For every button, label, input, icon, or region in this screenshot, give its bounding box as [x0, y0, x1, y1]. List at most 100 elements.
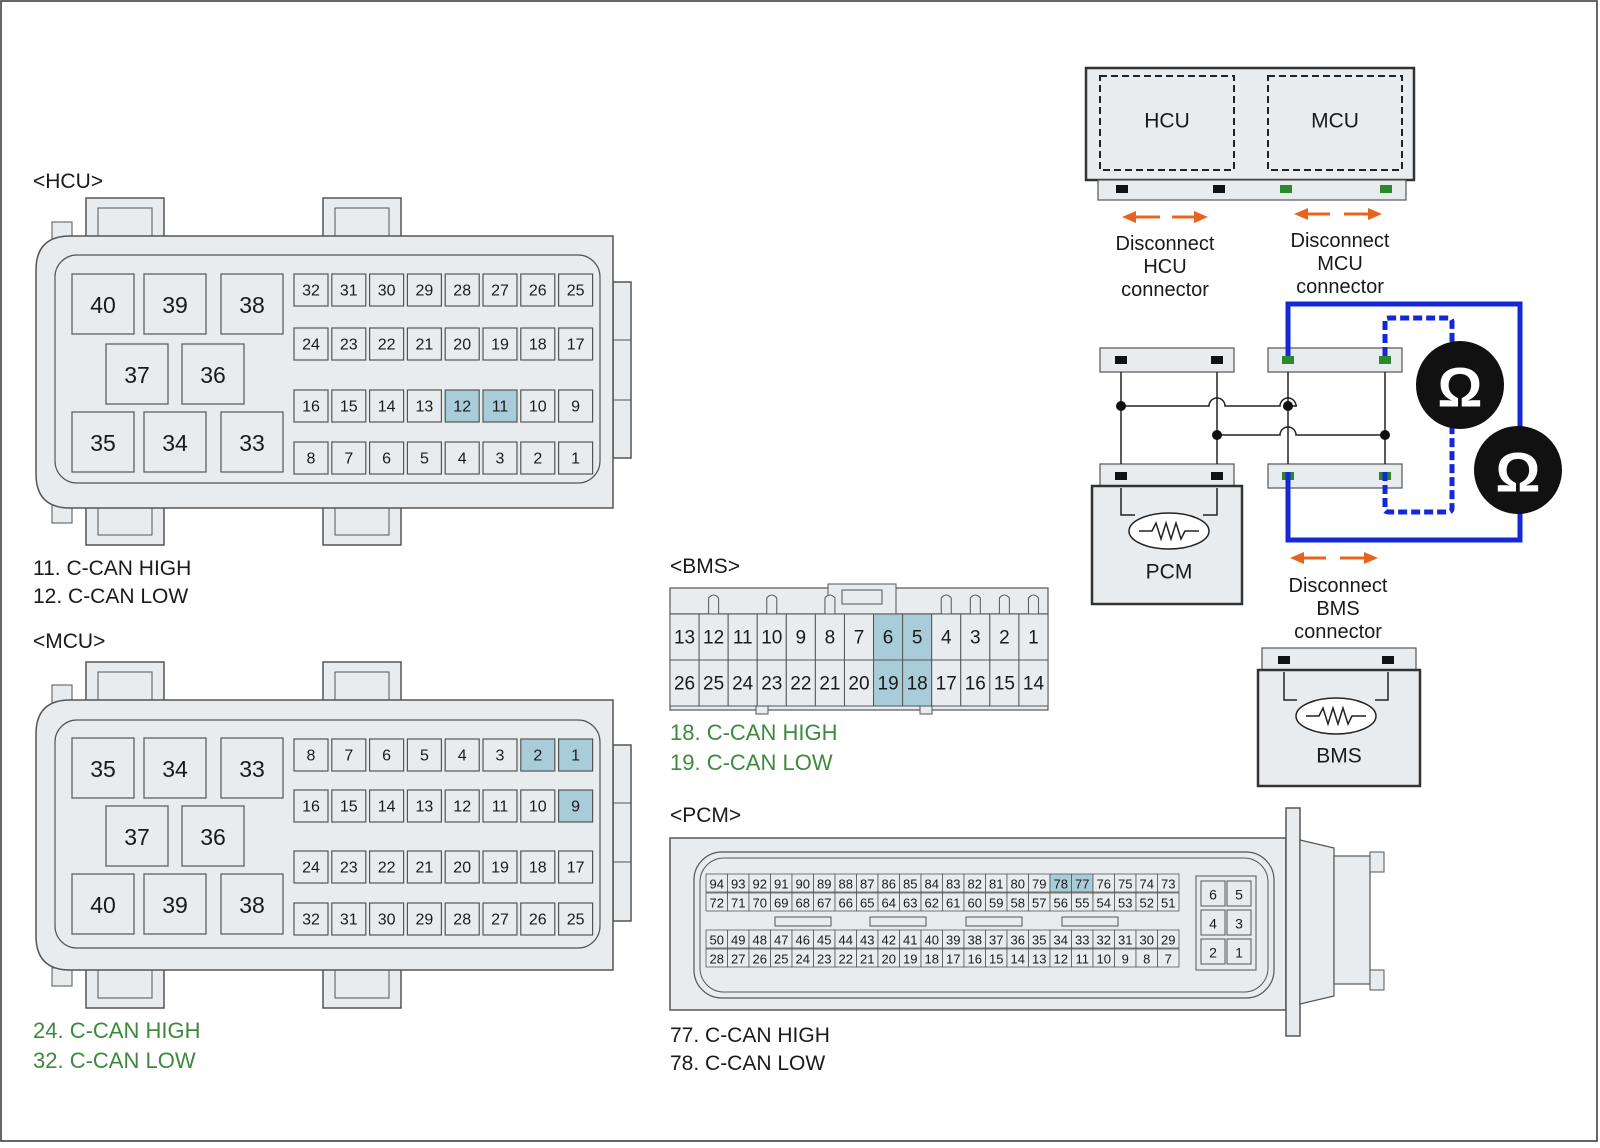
hcu-pin-8-cell — [293, 441, 329, 475]
mcu-pin-18-cell — [520, 850, 556, 884]
mcu-pin-1-cell — [557, 738, 594, 772]
pcm-pin-76-label: 76 — [1097, 877, 1111, 892]
pcm-small-pin-6-label: 6 — [1209, 887, 1217, 903]
pcm-small-pin-3-label: 3 — [1235, 916, 1243, 932]
disconnect-mcu-line-1: Disconnect — [1291, 230, 1390, 252]
meter-leads — [1285, 301, 1523, 543]
pcm-pin-91-label: 91 — [774, 877, 788, 892]
pcm-pin-31-label: 31 — [1118, 933, 1132, 948]
hcu-pin-26-cell — [520, 273, 556, 307]
hcu-pin-9-cell — [557, 389, 594, 423]
bms-pin-24-label: 24 — [732, 674, 754, 695]
hcu-legend-1: 11. C-CAN HIGH — [33, 557, 191, 580]
mcu-pin-15-label: 15 — [340, 799, 358, 816]
disconnect-bms-line-1: Disconnect — [1289, 575, 1388, 597]
hcu-terminal-2 — [1213, 185, 1225, 193]
pcm-pin-47-label: 47 — [774, 933, 788, 948]
mcu-pin-16-label: 16 — [302, 799, 320, 816]
hcu-pin-34-label: 34 — [162, 430, 188, 456]
hcu-pin-38-cell — [220, 273, 284, 335]
mcu-pin-7-cell — [331, 738, 367, 772]
bms-pin-15-label: 15 — [994, 674, 1015, 695]
hcu-pin-19-cell — [482, 327, 518, 361]
disconnect-hcu-line-1: Disconnect — [1116, 233, 1215, 255]
pcm-pin-51-label: 51 — [1161, 896, 1175, 911]
hcu-module-label: HCU — [1144, 110, 1190, 133]
mcu-pin-36-cell — [181, 805, 245, 867]
mcu-pin-35-label: 35 — [90, 756, 116, 782]
pcm-pin-9-label: 9 — [1122, 952, 1129, 967]
mcu-pin-5-cell — [406, 738, 442, 772]
hcu-pin-15-cell — [331, 389, 367, 423]
pcm-pin-59-label: 59 — [989, 896, 1003, 911]
pcm-pin-41-label: 41 — [903, 933, 917, 948]
hcu-pin-7-label: 7 — [344, 451, 353, 468]
pcm-pin-25-label: 25 — [774, 952, 788, 967]
mcu-pin-3-cell — [482, 738, 518, 772]
pcm-pin-40-label: 40 — [925, 933, 939, 948]
bms-pin-8-label: 8 — [825, 628, 836, 649]
bms-pin-22-cell — [785, 659, 816, 707]
mcu-pin-26-cell — [520, 902, 556, 936]
bms-latches — [708, 594, 1039, 614]
mcu-pin-10-cell — [520, 789, 556, 823]
bms-pin-11-label: 11 — [733, 628, 753, 649]
pcm-title: <PCM> — [670, 804, 741, 827]
pcm-legend-1: 77. C-CAN HIGH — [670, 1024, 830, 1047]
hcu-pin-29-cell — [406, 273, 442, 307]
pcm-key-tab — [774, 916, 832, 927]
mcu-pin-28-cell — [444, 902, 480, 936]
pcm-pin-37-label: 37 — [989, 933, 1003, 948]
disconnect-arrows — [1122, 208, 1382, 564]
mcu-pin-11-label: 11 — [492, 799, 509, 816]
pcm-pin-54-label: 54 — [1097, 896, 1111, 911]
pcm-pin-66-label: 66 — [839, 896, 853, 911]
bms-pin-4-label: 4 — [941, 628, 952, 649]
bms-pin-20-label: 20 — [848, 674, 869, 695]
hcu-pin-40-cell — [71, 273, 135, 335]
bms-pin-9-cell — [785, 613, 816, 661]
bms-legend-2: 19. C-CAN LOW — [670, 750, 833, 775]
mcu-pin-22-cell — [369, 850, 405, 884]
bms-latch — [998, 594, 1010, 614]
hcu-pin-35-label: 35 — [90, 430, 116, 456]
hcu-pin-40-label: 40 — [90, 292, 116, 318]
mcu-pin-33-cell — [220, 737, 284, 799]
hcu-terminal-1 — [1116, 185, 1128, 193]
pcm-pin-80-label: 80 — [1011, 877, 1025, 892]
hcu-pin-5-cell — [406, 441, 442, 475]
mcu-pin-21-label: 21 — [416, 860, 434, 877]
hcu-pin-6-label: 6 — [382, 451, 391, 468]
hcu-pin-33-label: 33 — [239, 430, 265, 456]
hcu-pin-14-label: 14 — [378, 399, 396, 416]
pcm-pin-29-label: 29 — [1161, 933, 1175, 948]
hcu-pin-32-cell — [293, 273, 329, 307]
pcm-pin-63-label: 63 — [903, 896, 917, 911]
hcu-pin-38-label: 38 — [239, 292, 265, 318]
pcm-pin-72-label: 72 — [710, 896, 724, 911]
bms-pin-16-cell — [960, 659, 991, 707]
mcu-pin-2-cell — [520, 738, 556, 772]
bms-pin-6-label: 6 — [883, 628, 894, 649]
pcm-pin-43-label: 43 — [860, 933, 874, 948]
hcu-pin-21-label: 21 — [416, 337, 434, 354]
hcu-pin-2-cell — [520, 441, 556, 475]
pcm-pin-19-label: 19 — [903, 952, 917, 967]
pcm-pin-92-label: 92 — [753, 877, 767, 892]
mcu-pin-14-label: 14 — [378, 799, 396, 816]
hcu-pin-3-label: 3 — [496, 451, 505, 468]
bms-pin-18-label: 18 — [907, 674, 928, 695]
disconnect-bms-line-3: connector — [1294, 621, 1382, 643]
hcu-pin-4-label: 4 — [458, 451, 467, 468]
mcu-pin-13-label: 13 — [416, 799, 434, 816]
hcu-pin-35-cell — [71, 411, 135, 473]
pcm-small-pin-5-label: 5 — [1235, 887, 1243, 903]
bms-pin-17-label: 17 — [936, 674, 957, 695]
pcm-pin-79-label: 79 — [1032, 877, 1046, 892]
mcu-module-label: MCU — [1311, 110, 1359, 133]
hcu-pin-2-label: 2 — [533, 451, 542, 468]
bms-pin-18-cell — [902, 659, 933, 707]
hcu-pin-19-label: 19 — [491, 337, 509, 354]
